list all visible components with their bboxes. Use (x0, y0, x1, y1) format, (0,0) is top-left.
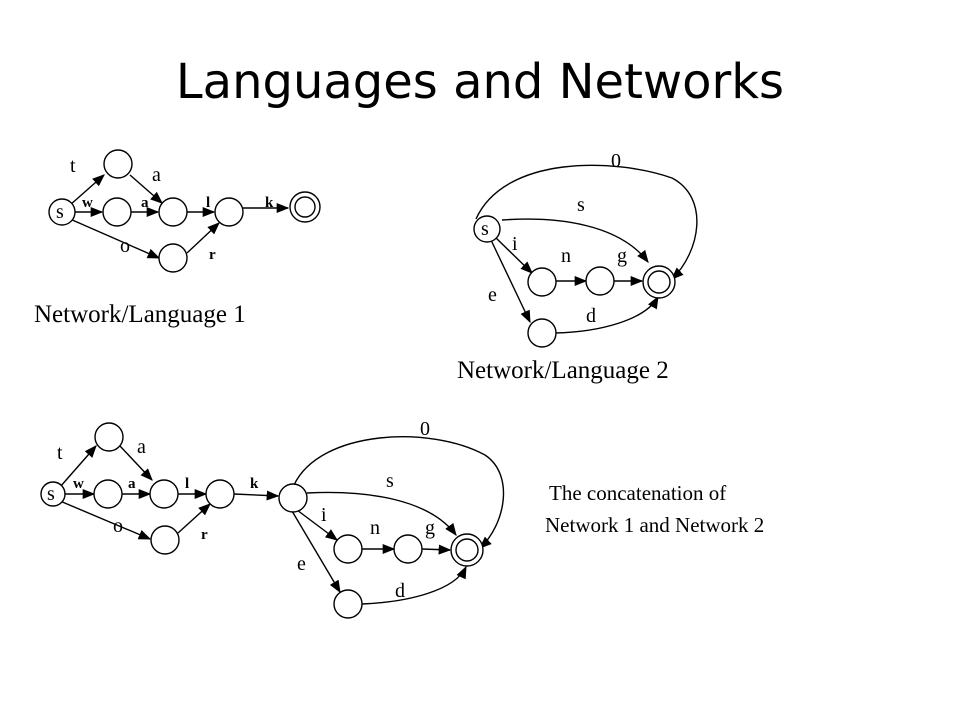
edge-label-l: l (185, 476, 189, 492)
state-node (527, 318, 557, 348)
edge-label-g: g (425, 517, 435, 539)
edge-label-w: w (73, 476, 84, 492)
start-label: s (56, 201, 64, 223)
state-node (94, 422, 124, 452)
edge-r (177, 503, 211, 534)
edge-zero (293, 436, 505, 549)
edge-label-zero: 0 (611, 150, 621, 172)
concat-caption-line1: The concatenation of (549, 481, 726, 505)
edge-label-s: s (577, 194, 585, 216)
junction-node (278, 483, 308, 513)
edge-g (421, 544, 452, 555)
state-node (93, 479, 123, 509)
state-node (158, 197, 188, 227)
edge-label-o: o (113, 515, 123, 537)
edge-label-a: a (141, 195, 149, 211)
edge-t (69, 174, 105, 206)
edge-a-top (129, 174, 163, 204)
final-node-inner (294, 196, 316, 218)
edge-label-d: d (395, 580, 405, 602)
edge-d (361, 565, 467, 605)
state-node (103, 149, 133, 179)
final-node-inner (455, 538, 479, 562)
start-label: s (481, 218, 489, 240)
state-node (214, 197, 244, 227)
edge-label-e: e (488, 284, 497, 306)
edge-s (501, 218, 649, 264)
state-node (333, 534, 363, 564)
concatenated-network: s t a w a l k o r 0 s i n g e d The conc… (40, 418, 764, 619)
edge-i (493, 235, 533, 274)
edge-zero (475, 164, 698, 280)
state-node (150, 525, 180, 555)
network-1-caption: Network/Language 1 (34, 301, 246, 328)
start-node (40, 481, 66, 507)
state-node (205, 479, 235, 509)
state-node (585, 266, 615, 296)
edge-label-a: a (128, 476, 136, 492)
edge-label-r: r (209, 247, 216, 263)
start-node (473, 215, 501, 243)
edge-label-i: i (512, 233, 518, 255)
edge-label-w: w (82, 195, 93, 211)
network-2: 0 s s i n g e d Network/Language 2 (457, 150, 698, 384)
final-node-inner (647, 270, 671, 294)
edge-label-zero: 0 (420, 418, 430, 440)
edge-e (490, 239, 531, 324)
edge-r (186, 222, 220, 254)
edge-label-a: a (137, 436, 146, 458)
edge-label-o: o (120, 235, 130, 257)
state-node (102, 197, 132, 227)
edge-label-e: e (297, 553, 306, 575)
state-node (393, 534, 423, 564)
edge-o (69, 218, 161, 259)
edge-s (306, 491, 457, 537)
edge-label-g: g (617, 245, 627, 267)
edge-label-t: t (57, 442, 63, 464)
start-label: s (47, 483, 55, 505)
state-node (158, 243, 188, 273)
edge-label-r: r (201, 527, 208, 543)
state-node (149, 479, 179, 509)
edge-label-t: t (70, 155, 76, 177)
edge-a-top (119, 445, 153, 481)
network-1: s t a w a l k o r Network/Language 1 (34, 149, 321, 328)
edge-label-s: s (386, 470, 394, 492)
edge-label-n: n (370, 517, 380, 539)
concat-caption-line2: Network 1 and Network 2 (545, 513, 764, 537)
edge-label-k: k (250, 476, 259, 492)
edge-t (59, 445, 97, 488)
edge-label-d: d (586, 305, 596, 327)
slide-title: Languages and Networks (175, 54, 785, 110)
edge-e (291, 510, 341, 594)
edge-label-n: n (561, 245, 571, 267)
edge-k (233, 490, 280, 501)
state-node (333, 589, 363, 619)
edge-d (554, 295, 659, 334)
edge-label-l: l (206, 195, 210, 211)
edge-label-k: k (265, 195, 274, 211)
edge-label-a: a (152, 164, 161, 186)
edge-label-i: i (321, 504, 327, 526)
start-node (48, 198, 76, 226)
edge-i (296, 509, 339, 541)
network-2-caption: Network/Language 2 (457, 357, 669, 384)
edge-o (59, 500, 152, 540)
state-node (527, 267, 557, 297)
